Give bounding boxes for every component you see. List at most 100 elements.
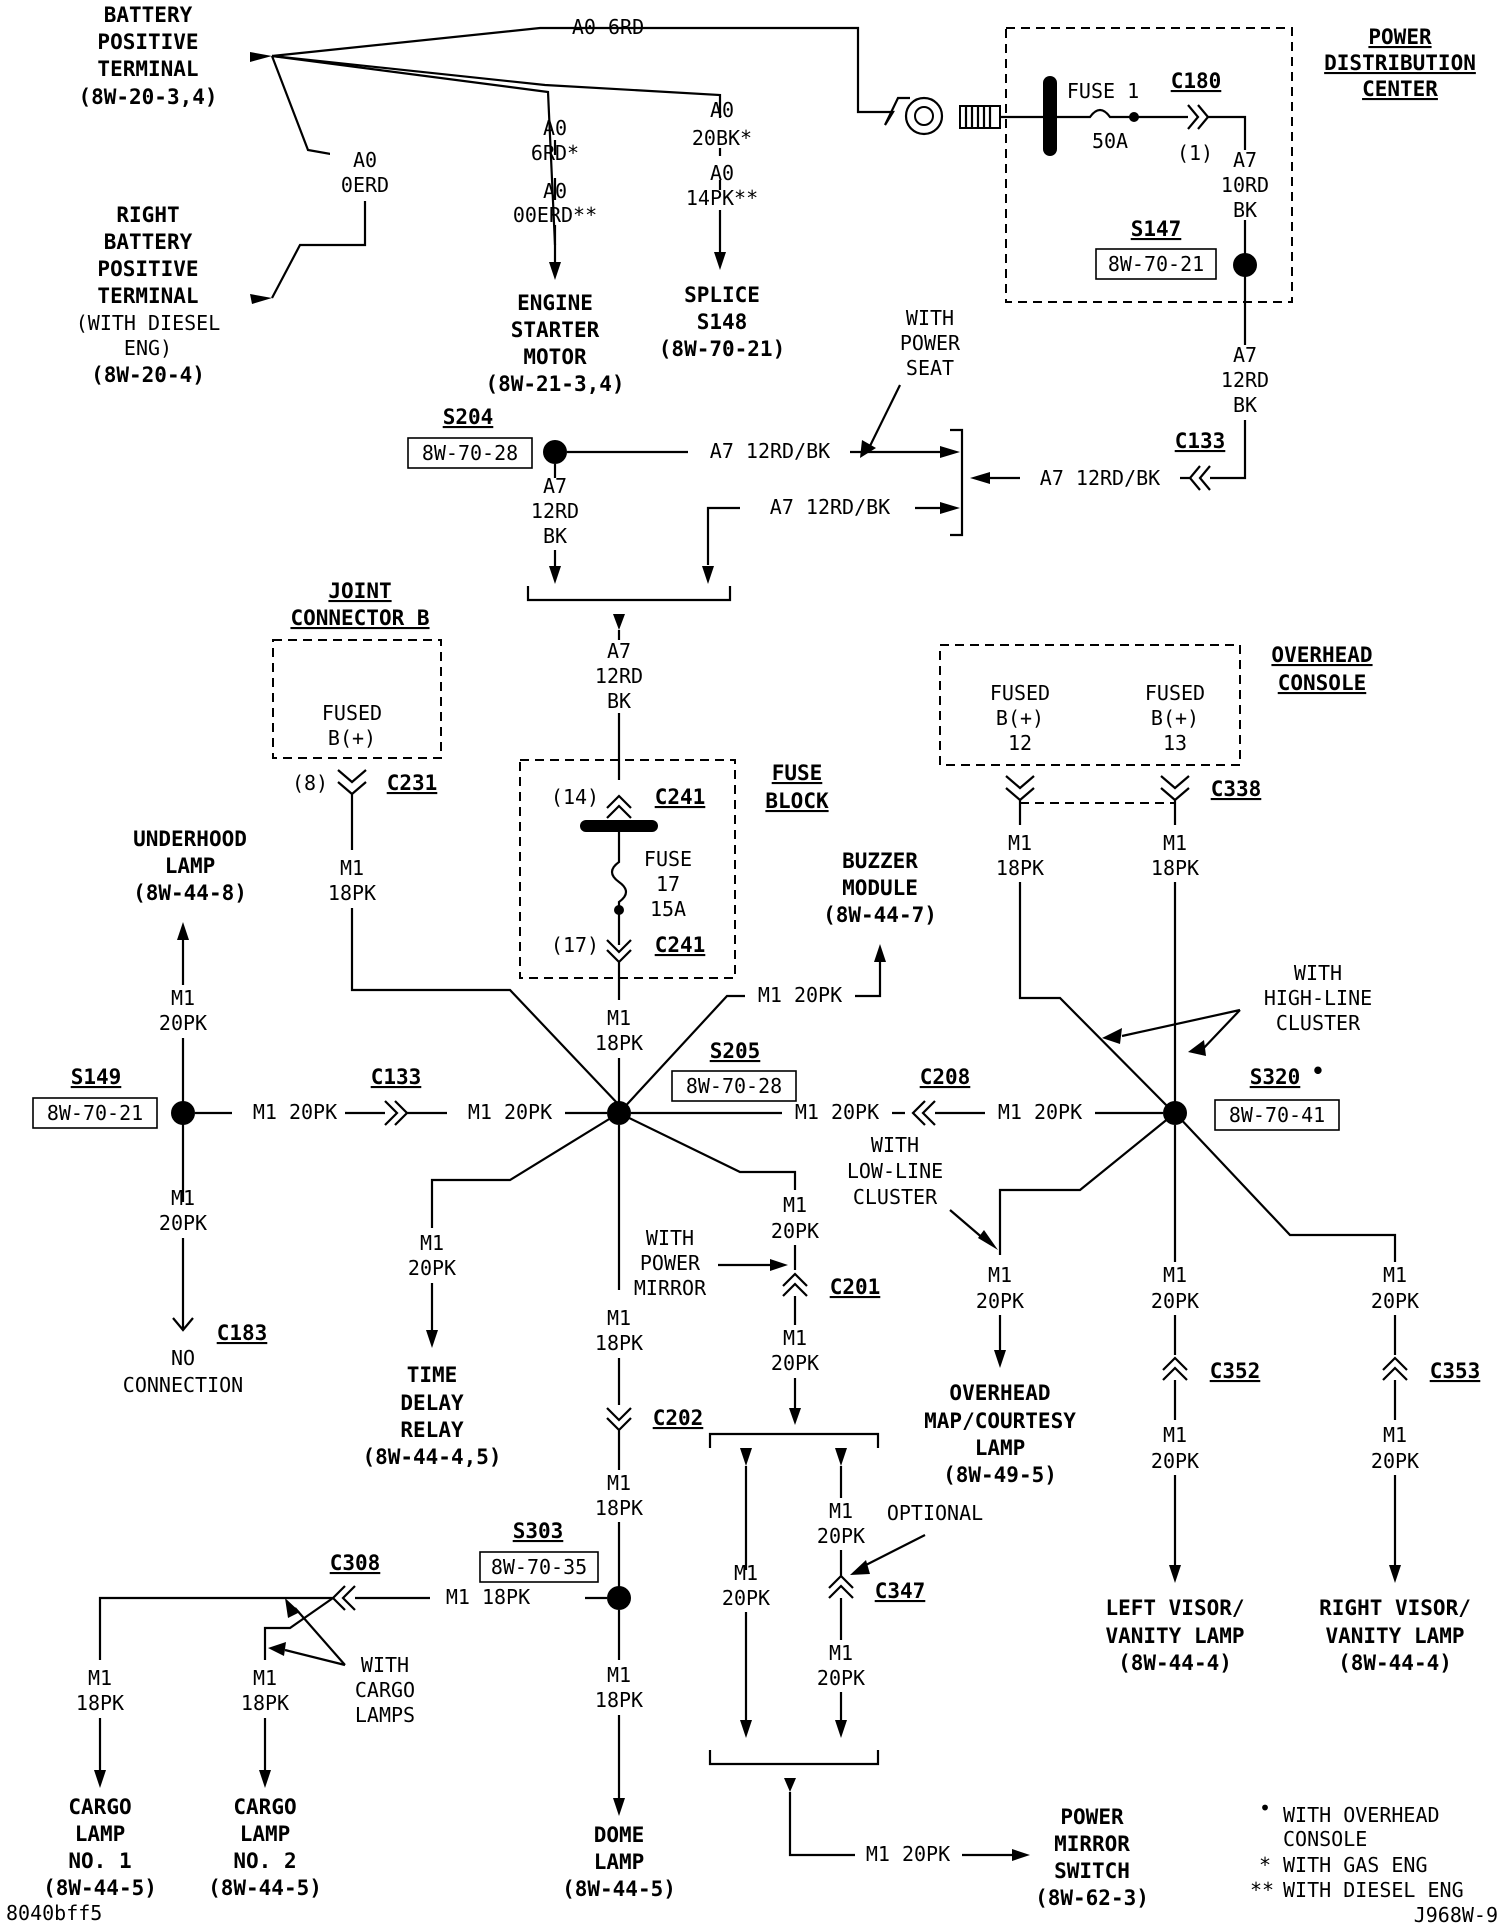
battery-positive-terminal-label: BATTERY POSITIVE TERMINAL (8W-20-3,4) bbox=[78, 3, 217, 109]
c241a-pin: (14) bbox=[551, 785, 599, 809]
c231-pin: (8) bbox=[292, 771, 328, 795]
svg-text:DISTRIBUTION: DISTRIBUTION bbox=[1324, 51, 1476, 75]
svg-text:LAMP: LAMP bbox=[165, 854, 216, 878]
svg-text:15A: 15A bbox=[650, 897, 686, 921]
buzzer-module-label: BUZZER MODULE (8W-44-7) bbox=[823, 849, 937, 927]
svg-text:20PK: 20PK bbox=[1151, 1449, 1199, 1473]
svg-text:A0: A0 bbox=[543, 179, 567, 203]
svg-text:FUSED: FUSED bbox=[990, 681, 1050, 705]
joint-connector-box bbox=[272, 639, 442, 759]
s320-ref: 8W-70-41 bbox=[1229, 1103, 1325, 1127]
svg-text:M1: M1 bbox=[88, 1666, 112, 1690]
svg-text:B(+): B(+) bbox=[996, 706, 1044, 730]
svg-text:50A: 50A bbox=[1092, 129, 1128, 153]
svg-text:18PK: 18PK bbox=[328, 881, 376, 905]
svg-text:18PK: 18PK bbox=[996, 856, 1044, 880]
overhead-console-box bbox=[939, 644, 1241, 766]
svg-text:TIME: TIME bbox=[407, 1363, 458, 1387]
wire-a7-12rd-bk-s204: A7 12RD/BK bbox=[710, 439, 830, 463]
wire-m1-20pk-buzzer: M1 20PK bbox=[758, 983, 842, 1007]
svg-text:LEFT VISOR/: LEFT VISOR/ bbox=[1105, 1596, 1244, 1620]
s303-id: S303 bbox=[513, 1519, 564, 1543]
wire-m1-20pk-left-visor-down: M1 20PK bbox=[1151, 1423, 1199, 1473]
svg-text:MIRROR: MIRROR bbox=[634, 1276, 707, 1300]
c347-id: C347 bbox=[875, 1579, 926, 1603]
power-mirror-switch-label: POWER MIRROR SWITCH (8W-62-3) bbox=[1035, 1805, 1149, 1910]
svg-text:BATTERY: BATTERY bbox=[104, 230, 193, 254]
svg-text:M1: M1 bbox=[340, 856, 364, 880]
svg-text:A0: A0 bbox=[543, 116, 567, 140]
svg-text:CONNECTION: CONNECTION bbox=[123, 1373, 243, 1397]
svg-text:(8W-62-3): (8W-62-3) bbox=[1035, 1886, 1149, 1910]
svg-text:FUSE: FUSE bbox=[772, 761, 823, 785]
svg-text:20PK: 20PK bbox=[771, 1219, 819, 1243]
svg-text:NO. 1: NO. 1 bbox=[68, 1849, 131, 1873]
svg-text:A7: A7 bbox=[1233, 148, 1257, 172]
power-distribution-center-box bbox=[1005, 27, 1293, 303]
svg-text:(8W-44-4): (8W-44-4) bbox=[1118, 1651, 1232, 1675]
svg-text:BUZZER: BUZZER bbox=[842, 849, 918, 873]
svg-text:TERMINAL: TERMINAL bbox=[97, 57, 198, 81]
wire-m1-20pk-c133: M1 20PK bbox=[468, 1100, 552, 1124]
svg-text:DOME: DOME bbox=[594, 1823, 645, 1847]
svg-text:BK: BK bbox=[607, 689, 631, 713]
svg-text:BK: BK bbox=[1233, 393, 1257, 417]
wire-m1-18pk-c338-right: M1 18PK bbox=[1151, 831, 1199, 880]
svg-text:00ERD**: 00ERD** bbox=[513, 203, 597, 227]
svg-text:CLUSTER: CLUSTER bbox=[853, 1185, 938, 1209]
wire-m1-20pk-c201-down: M1 20PK bbox=[771, 1326, 819, 1375]
wire-m1-20pk-s149: M1 20PK bbox=[253, 1100, 337, 1124]
wire-m1-18pk-joint: M1 18PK bbox=[328, 856, 376, 905]
c352-id: C352 bbox=[1210, 1359, 1261, 1383]
svg-text:A0: A0 bbox=[710, 161, 734, 185]
svg-text:HIGH-LINE: HIGH-LINE bbox=[1264, 986, 1372, 1010]
s320-mark: • bbox=[1312, 1059, 1325, 1083]
svg-text:12RD: 12RD bbox=[595, 664, 643, 688]
svg-text:0ERD: 0ERD bbox=[341, 173, 389, 197]
svg-text:CONSOLE: CONSOLE bbox=[1278, 671, 1367, 695]
svg-text:12RD: 12RD bbox=[531, 499, 579, 523]
wire-a0-6rd-star: A0 6RD* A0 00ERD** bbox=[513, 116, 597, 280]
svg-text:20PK: 20PK bbox=[408, 1256, 456, 1280]
wire-m1-18pk-dome: M1 18PK bbox=[595, 1663, 643, 1712]
fuse-1-label: FUSE 1 50A bbox=[1067, 79, 1139, 153]
svg-text:M1: M1 bbox=[988, 1263, 1012, 1287]
legend-text-1: WITH OVERHEAD bbox=[1283, 1803, 1440, 1827]
svg-text:SEAT: SEAT bbox=[906, 356, 954, 380]
svg-text:LAMP: LAMP bbox=[975, 1436, 1026, 1460]
svg-text:M1: M1 bbox=[1163, 1423, 1187, 1447]
s149-id: S149 bbox=[71, 1065, 122, 1089]
svg-text:18PK: 18PK bbox=[595, 1331, 643, 1355]
svg-text:(8W-20-4): (8W-20-4) bbox=[91, 363, 205, 387]
svg-text:M1: M1 bbox=[734, 1561, 758, 1585]
svg-text:OVERHEAD: OVERHEAD bbox=[949, 1381, 1050, 1405]
svg-text:BK: BK bbox=[543, 524, 567, 548]
svg-text:(8W-49-5): (8W-49-5) bbox=[943, 1463, 1057, 1487]
svg-text:M1: M1 bbox=[420, 1231, 444, 1255]
wire-a0-6rd: A0 6RD bbox=[572, 15, 644, 39]
svg-text:A0: A0 bbox=[710, 98, 734, 122]
svg-text:CARGO: CARGO bbox=[68, 1795, 131, 1819]
svg-text:M1: M1 bbox=[783, 1193, 807, 1217]
svg-text:STARTER: STARTER bbox=[511, 318, 600, 342]
fuse-block-label: FUSE BLOCK bbox=[765, 761, 829, 813]
svg-text:WITH: WITH bbox=[906, 306, 954, 330]
svg-text:CENTER: CENTER bbox=[1362, 77, 1438, 101]
overhead-map-courtesy-lamp-label: OVERHEAD MAP/COURTESY LAMP (8W-49-5) bbox=[924, 1381, 1076, 1487]
battery-arrow bbox=[250, 52, 272, 62]
legend: • WITH OVERHEAD CONSOLE * WITH GAS ENG *… bbox=[1250, 1796, 1464, 1902]
underhood-lamp-label: UNDERHOOD LAMP (8W-44-8) bbox=[133, 827, 247, 905]
svg-text:M1: M1 bbox=[783, 1326, 807, 1350]
c183-id: C183 bbox=[217, 1321, 268, 1345]
wire-m1-20pk-right-visor-down: M1 20PK bbox=[1371, 1423, 1419, 1473]
svg-text:(8W-44-4,5): (8W-44-4,5) bbox=[362, 1445, 501, 1469]
right-battery-arrow bbox=[250, 294, 272, 304]
c180-connector-id: C180 bbox=[1171, 69, 1222, 93]
svg-text:A0: A0 bbox=[353, 148, 377, 172]
footer-right-code: J968W-9 bbox=[1414, 1903, 1498, 1926]
svg-text:M1: M1 bbox=[829, 1641, 853, 1665]
s204-id: S204 bbox=[443, 405, 494, 429]
legend-symbol-3: * bbox=[1259, 1853, 1271, 1877]
svg-text:(8W-44-7): (8W-44-7) bbox=[823, 903, 937, 927]
